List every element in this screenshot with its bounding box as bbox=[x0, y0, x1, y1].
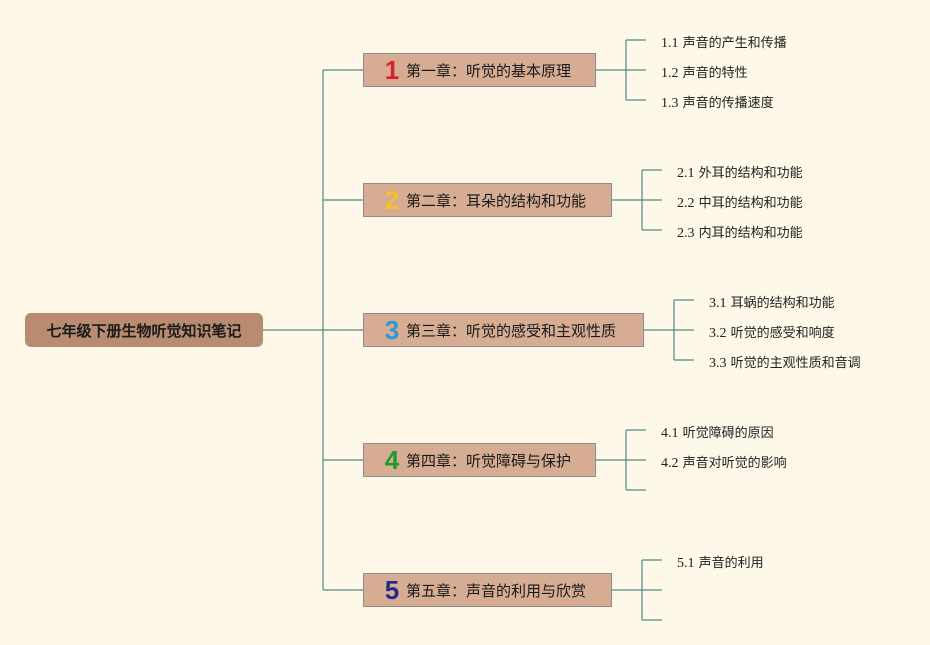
section-title: 外耳的结构和功能 bbox=[698, 166, 803, 181]
section-2-2: 2.2 中耳的结构和功能 bbox=[677, 192, 803, 212]
section-title: 声音的传播速度 bbox=[682, 96, 774, 111]
section-title: 听觉的主观性质和音调 bbox=[730, 356, 861, 371]
section-3-2: 3.2 听觉的感受和响度 bbox=[709, 322, 835, 342]
section-number: 4.1 bbox=[661, 426, 679, 441]
section-number: 3.3 bbox=[709, 356, 727, 371]
chapter-2-number: 2 bbox=[384, 185, 400, 215]
chapter-5-number: 5 bbox=[384, 575, 400, 605]
section-2-1: 2.1 外耳的结构和功能 bbox=[677, 162, 803, 182]
section-number: 4.2 bbox=[661, 456, 679, 471]
section-number: 1.2 bbox=[661, 66, 679, 81]
chapter-3-node: 3 第三章：听觉的感受和主观性质 bbox=[363, 313, 644, 347]
chapter-5-title: 第五章：声音的利用与欣赏 bbox=[406, 581, 587, 600]
section-title: 声音的特性 bbox=[682, 66, 748, 81]
section-title: 声音的产生和传播 bbox=[682, 36, 787, 51]
section-4-2: 4.2 声音对听觉的影响 bbox=[661, 452, 787, 472]
section-title: 中耳的结构和功能 bbox=[698, 196, 803, 211]
section-number: 3.2 bbox=[709, 326, 727, 341]
chapter-2-node: 2 第二章：耳朵的结构和功能 bbox=[363, 183, 612, 217]
chapter-3-number: 3 bbox=[384, 315, 400, 345]
chapter-1-title: 第一章：听觉的基本原理 bbox=[406, 61, 572, 80]
section-number: 2.2 bbox=[677, 196, 695, 211]
section-number: 1.1 bbox=[661, 36, 679, 51]
section-title: 声音的利用 bbox=[698, 556, 764, 571]
section-title: 听觉的感受和响度 bbox=[730, 326, 835, 341]
chapter-5-node: 5 第五章：声音的利用与欣赏 bbox=[363, 573, 612, 607]
section-2-3: 2.3 内耳的结构和功能 bbox=[677, 222, 803, 242]
section-number: 5.1 bbox=[677, 556, 695, 571]
chapter-1-node: 1 第一章：听觉的基本原理 bbox=[363, 53, 596, 87]
section-3-3: 3.3 听觉的主观性质和音调 bbox=[709, 352, 861, 372]
section-3-1: 3.1 耳蜗的结构和功能 bbox=[709, 292, 835, 312]
chapter-4-node: 4 第四章：听觉障碍与保护 bbox=[363, 443, 596, 477]
section-1-1: 1.1 声音的产生和传播 bbox=[661, 32, 787, 52]
section-1-3: 1.3 声音的传播速度 bbox=[661, 92, 774, 112]
section-4-1: 4.1 听觉障碍的原因 bbox=[661, 422, 774, 442]
section-number: 2.3 bbox=[677, 226, 695, 241]
chapter-1-number: 1 bbox=[384, 55, 400, 85]
chapter-4-number: 4 bbox=[384, 445, 400, 475]
root-node: 七年级下册生物听觉知识笔记 bbox=[25, 313, 263, 347]
root-title: 七年级下册生物听觉知识笔记 bbox=[46, 321, 242, 340]
section-title: 耳蜗的结构和功能 bbox=[730, 296, 835, 311]
chapter-4-title: 第四章：听觉障碍与保护 bbox=[406, 451, 572, 470]
section-title: 声音对听觉的影响 bbox=[682, 456, 787, 471]
chapter-2-title: 第二章：耳朵的结构和功能 bbox=[406, 191, 587, 210]
section-number: 2.1 bbox=[677, 166, 695, 181]
section-title: 内耳的结构和功能 bbox=[698, 226, 803, 241]
section-number: 1.3 bbox=[661, 96, 679, 111]
chapter-3-title: 第三章：听觉的感受和主观性质 bbox=[406, 321, 617, 340]
section-1-2: 1.2 声音的特性 bbox=[661, 62, 748, 82]
section-5-1: 5.1 声音的利用 bbox=[677, 552, 764, 572]
section-title: 听觉障碍的原因 bbox=[682, 426, 774, 441]
section-number: 3.1 bbox=[709, 296, 727, 311]
